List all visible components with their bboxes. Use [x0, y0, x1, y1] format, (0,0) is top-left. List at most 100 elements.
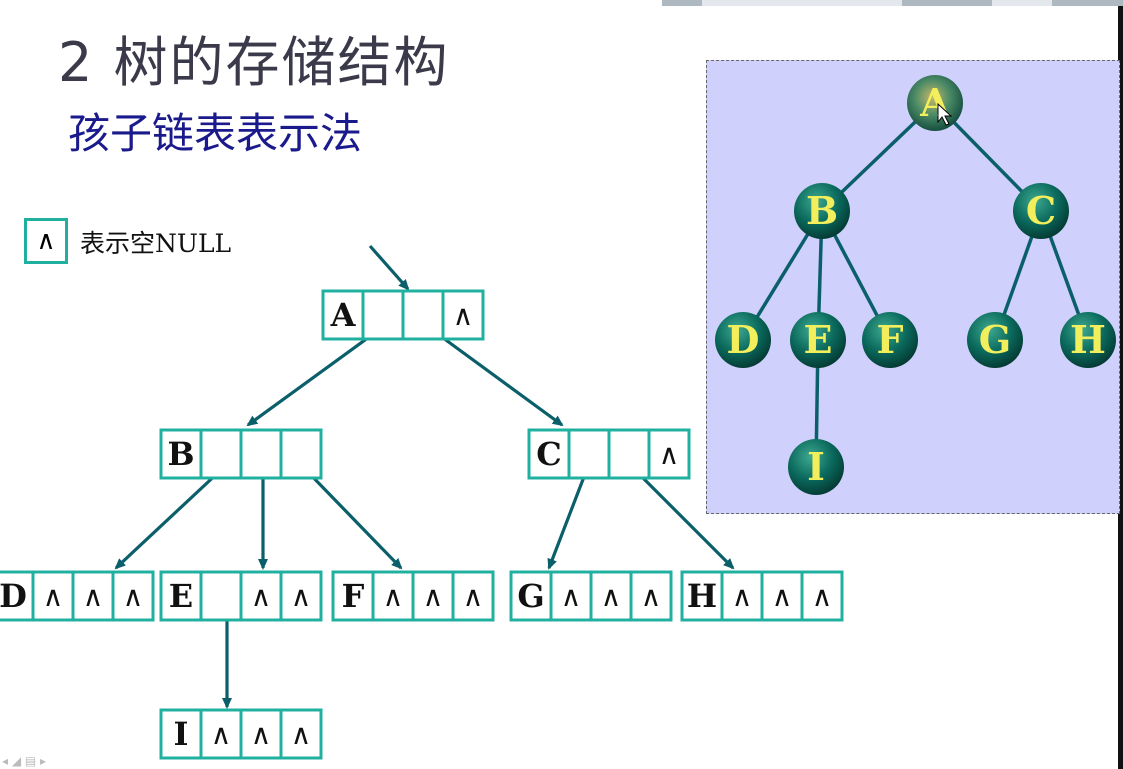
child-pointer-cell — [451, 570, 495, 622]
pointer-arrow — [303, 467, 403, 570]
node-data-label: F — [342, 577, 365, 615]
child-pointer-cell — [720, 570, 764, 622]
node-data-cell — [680, 570, 724, 622]
node-data-cell — [321, 289, 365, 341]
legend-null-box: ∧ — [24, 218, 68, 264]
tree-node-circle — [862, 312, 918, 368]
tree-node-label: D — [727, 317, 760, 362]
child-pointer-label: ∧ — [383, 580, 404, 613]
child-pointer-cell — [199, 428, 243, 480]
list-node-b: B — [159, 428, 323, 480]
child-pointer-label: ∧ — [423, 580, 444, 613]
mouse-cursor-icon — [937, 102, 953, 126]
tree-node-circle — [788, 439, 844, 495]
child-pointer-cell — [199, 570, 243, 622]
window-top-bar — [662, 0, 1123, 6]
legend-null-text: 表示空NULL — [80, 229, 232, 258]
node-data-label: B — [167, 435, 194, 473]
page-subtitle: 孩子链表表示法 — [68, 109, 363, 158]
tree-node-label: G — [979, 317, 1011, 362]
node-data-label: D — [0, 577, 27, 615]
child-pointer-label: ∧ — [812, 580, 833, 613]
child-pointer-label: ∧ — [453, 299, 474, 332]
child-pointer-cell — [441, 289, 485, 341]
list-node-d: D∧∧∧ — [0, 570, 155, 622]
child-pointer-label: ∧ — [211, 718, 232, 751]
child-pointer-label: ∧ — [659, 438, 680, 471]
pointer-arrow — [423, 322, 564, 427]
child-pointer-cell — [279, 570, 323, 622]
tree-node-circle — [715, 312, 771, 368]
child-pointer-cell — [411, 570, 455, 622]
child-pointer-cell — [239, 428, 283, 480]
child-pointer-cell — [567, 428, 611, 480]
node-data-label: A — [330, 296, 357, 334]
tree-node-label: E — [804, 317, 833, 362]
tree-node-label: I — [807, 444, 825, 489]
tree-node-circle — [907, 75, 963, 131]
list-node-c: C∧ — [527, 428, 691, 480]
tree-node-label: C — [1026, 188, 1056, 233]
child-pointer-label: ∧ — [641, 580, 662, 613]
pointer-arrow — [547, 468, 589, 570]
tree-node-f: F — [862, 312, 918, 368]
child-pointer-label: ∧ — [43, 580, 64, 613]
child-pointer-label: ∧ — [561, 580, 582, 613]
child-pointer-cell — [647, 428, 691, 480]
child-pointer-label: ∧ — [463, 580, 484, 613]
tree-node-label: B — [806, 188, 838, 233]
child-pointer-cell — [589, 570, 633, 622]
tree-node-circle — [967, 312, 1023, 368]
node-data-cell — [509, 570, 553, 622]
child-pointer-label: ∧ — [732, 580, 753, 613]
child-pointer-cell — [361, 289, 405, 341]
tree-node-c: C — [1013, 183, 1069, 239]
tree-node-circle — [1060, 312, 1116, 368]
child-pointer-label: ∧ — [601, 580, 622, 613]
tree-node-d: D — [715, 312, 771, 368]
child-pointer-cell — [401, 289, 445, 341]
node-data-cell — [331, 570, 375, 622]
tree-node-b: B — [794, 183, 850, 239]
child-pointer-cell — [199, 708, 243, 760]
node-data-label: G — [517, 577, 544, 615]
pointer-arrow — [632, 467, 735, 570]
node-data-label: H — [687, 577, 717, 615]
tree-node-label: H — [1070, 317, 1106, 362]
tree-node-h: H — [1060, 312, 1116, 368]
tree-node-label: F — [877, 317, 904, 362]
child-pointer-label: ∧ — [291, 718, 312, 751]
pointer-arrow — [368, 244, 410, 291]
child-pointer-cell — [279, 708, 323, 760]
child-pointer-cell — [279, 428, 323, 480]
page-title: 2 树的存储结构 — [58, 31, 450, 94]
window-right-edge — [1118, 6, 1123, 769]
node-data-label: I — [174, 715, 189, 753]
child-pointer-label: ∧ — [772, 580, 793, 613]
tree-node-circle — [790, 312, 846, 368]
tree-node-i: I — [788, 439, 844, 495]
list-node-e: E ∧ ∧ — [159, 570, 323, 622]
list-node-f: F ∧ ∧ ∧ — [331, 570, 495, 622]
tree-node-a: A — [907, 75, 963, 131]
list-node-a: A∧ — [321, 289, 485, 341]
child-pointer-label: ∧ — [251, 580, 272, 613]
node-data-label: E — [169, 577, 193, 615]
child-pointer-cell — [629, 570, 673, 622]
child-pointer-label: ∧ — [251, 718, 272, 751]
node-data-cell — [159, 708, 203, 760]
child-pointer-label: ∧ — [123, 580, 144, 613]
child-pointer-label: ∧ — [291, 580, 312, 613]
list-node-i: I ∧ ∧ ∧ — [159, 708, 323, 760]
node-data-cell — [159, 428, 203, 480]
list-node-g: G ∧ ∧ ∧ — [509, 570, 673, 622]
tree-node-e: E — [790, 312, 846, 368]
tree-node-circle — [1013, 183, 1069, 239]
slide-nav-icons[interactable]: ◂ ◢ ▤ ▸ — [2, 754, 47, 768]
tree-node-circle — [794, 183, 850, 239]
top-bar-segment — [702, 0, 902, 6]
pointer-arrow — [246, 322, 388, 427]
pointer-arrow — [114, 467, 224, 570]
child-pointer-cell — [607, 428, 651, 480]
